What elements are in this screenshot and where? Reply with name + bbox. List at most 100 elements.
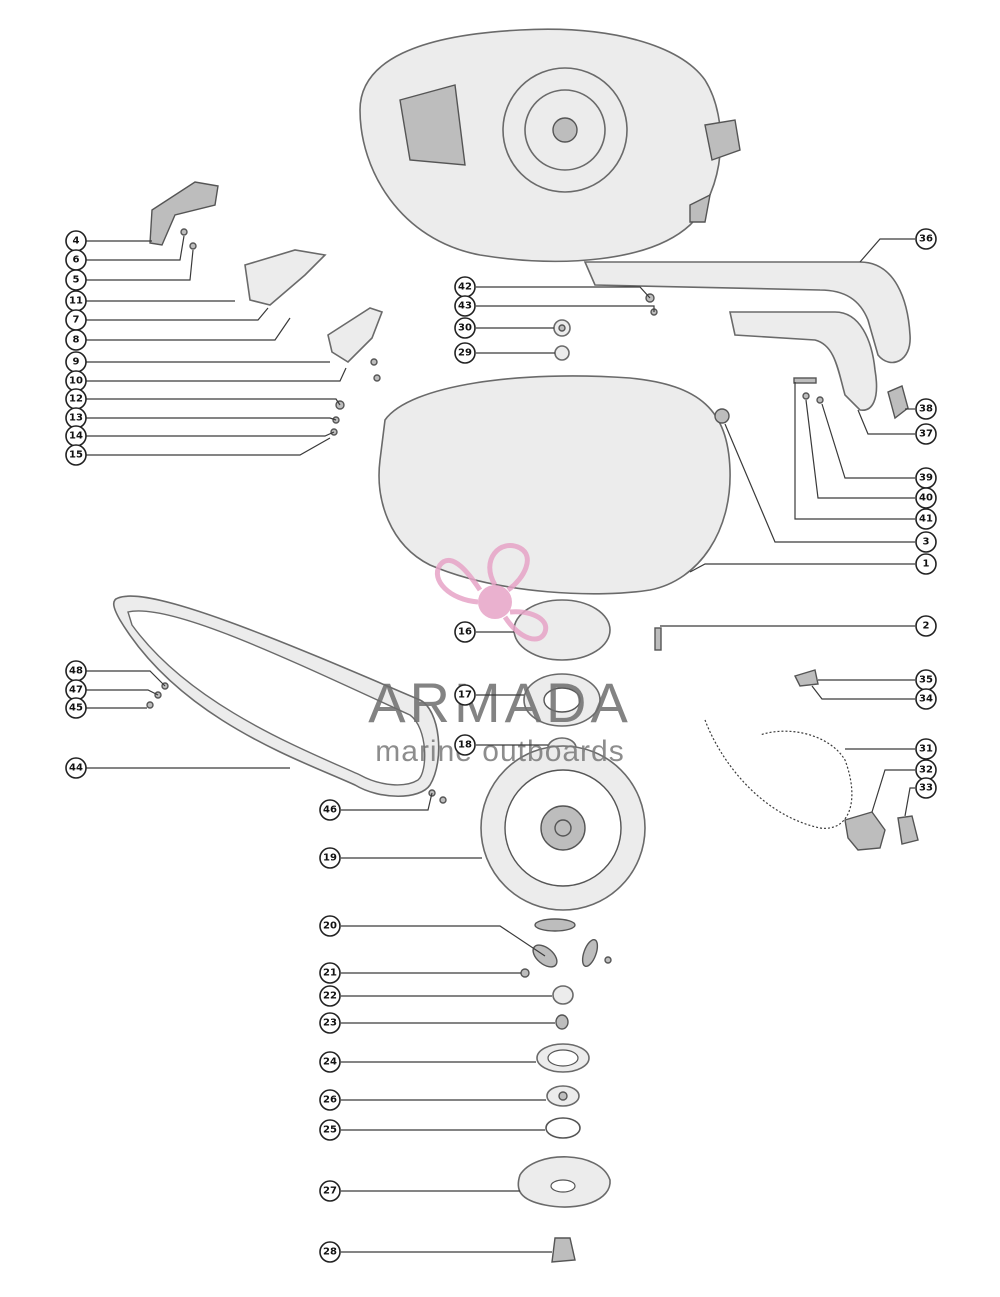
callout-2: 2 <box>915 615 937 637</box>
logo-blade-top <box>487 543 530 593</box>
svg-text:17: 17 <box>458 690 472 701</box>
callout-22: 22 <box>319 985 341 1007</box>
callout-12: 12 <box>65 388 87 410</box>
svg-text:10: 10 <box>69 376 83 387</box>
callout-29: 29 <box>454 342 476 364</box>
callout-13: 13 <box>65 407 87 429</box>
svg-text:27: 27 <box>323 1186 337 1197</box>
callout-39: 39 <box>915 467 937 489</box>
svg-text:35: 35 <box>919 675 933 686</box>
svg-text:33: 33 <box>919 783 933 794</box>
callout-15: 15 <box>65 444 87 466</box>
callout-41: 41 <box>915 508 937 530</box>
svg-text:31: 31 <box>919 744 933 755</box>
callout-48: 48 <box>65 660 87 682</box>
svg-text:23: 23 <box>323 1018 337 1029</box>
svg-text:5: 5 <box>73 275 80 286</box>
svg-text:37: 37 <box>919 429 933 440</box>
svg-text:30: 30 <box>458 323 472 334</box>
callout-5: 5 <box>65 269 87 291</box>
cowl-shell <box>378 375 731 595</box>
svg-text:16: 16 <box>458 627 472 638</box>
callout-25: 25 <box>319 1119 341 1141</box>
callout-27: 27 <box>319 1180 341 1202</box>
callout-20: 20 <box>319 915 341 937</box>
callout-47: 47 <box>65 679 87 701</box>
callout-33: 33 <box>915 777 937 799</box>
callout-19: 19 <box>319 847 341 869</box>
carry-handle <box>583 261 911 420</box>
callout-42: 42 <box>454 276 476 298</box>
svg-text:1: 1 <box>923 559 930 570</box>
callout-30: 30 <box>454 317 476 339</box>
cowl-band-seal <box>112 595 440 798</box>
svg-text:40: 40 <box>919 493 933 504</box>
svg-text:25: 25 <box>323 1125 337 1136</box>
callout-16: 16 <box>454 621 476 643</box>
svg-text:38: 38 <box>919 404 933 415</box>
callout-14: 14 <box>65 425 87 447</box>
svg-text:15: 15 <box>69 450 83 461</box>
watermark-tagline-text: marine outboards <box>375 735 624 768</box>
svg-text:43: 43 <box>458 301 472 312</box>
callout-43: 43 <box>454 295 476 317</box>
callout-18: 18 <box>454 734 476 756</box>
starter-rope-and-grip <box>704 669 919 851</box>
callout-40: 40 <box>915 487 937 509</box>
logo-blade-left <box>435 557 483 605</box>
svg-text:29: 29 <box>458 348 472 359</box>
svg-text:19: 19 <box>323 853 337 864</box>
svg-text:22: 22 <box>323 991 337 1002</box>
callout-10: 10 <box>65 370 87 392</box>
callout-4: 4 <box>65 230 87 252</box>
svg-text:44: 44 <box>69 763 83 774</box>
svg-text:24: 24 <box>323 1057 337 1068</box>
watermark-logo: ARMADA marine outboards <box>368 543 632 768</box>
propeller-icon <box>435 543 549 642</box>
callout-3: 3 <box>915 531 937 553</box>
svg-text:4: 4 <box>73 236 80 247</box>
callout-38: 38 <box>915 398 937 420</box>
svg-text:45: 45 <box>69 703 83 714</box>
svg-text:14: 14 <box>69 431 83 442</box>
svg-text:18: 18 <box>458 740 472 751</box>
callout-31: 31 <box>915 738 937 760</box>
svg-text:42: 42 <box>458 282 472 293</box>
callout-11: 11 <box>65 290 87 312</box>
svg-text:2: 2 <box>923 621 930 632</box>
callout-26: 26 <box>319 1089 341 1111</box>
leader-lines <box>86 235 915 1253</box>
logo-hub <box>478 585 512 619</box>
svg-text:36: 36 <box>919 234 933 245</box>
svg-text:34: 34 <box>919 694 933 705</box>
callout-labels: 4 6 5 11 7 8 9 10 12 13 14 15 42 43 30 2… <box>65 228 937 1263</box>
callout-37: 37 <box>915 423 937 445</box>
svg-text:28: 28 <box>323 1247 337 1258</box>
svg-text:47: 47 <box>69 685 83 696</box>
callout-28: 28 <box>319 1241 341 1263</box>
callout-1: 1 <box>915 553 937 575</box>
callout-9: 9 <box>65 351 87 373</box>
watermark-brand-text: ARMADA <box>368 671 632 734</box>
callout-17: 17 <box>454 684 476 706</box>
callout-35: 35 <box>915 669 937 691</box>
callout-45: 45 <box>65 697 87 719</box>
svg-text:11: 11 <box>69 296 83 307</box>
callout-24: 24 <box>319 1051 341 1073</box>
svg-text:32: 32 <box>919 765 933 776</box>
callout-8: 8 <box>65 329 87 351</box>
logo-blade-right <box>502 609 549 642</box>
svg-text:39: 39 <box>919 473 933 484</box>
svg-text:21: 21 <box>323 968 337 979</box>
svg-text:48: 48 <box>69 666 83 677</box>
callout-44: 44 <box>65 757 87 779</box>
callout-36: 36 <box>915 228 937 250</box>
svg-text:46: 46 <box>323 805 337 816</box>
svg-text:41: 41 <box>919 514 933 525</box>
svg-text:13: 13 <box>69 413 83 424</box>
callout-7: 7 <box>65 309 87 331</box>
svg-text:12: 12 <box>69 394 83 405</box>
svg-text:3: 3 <box>923 537 930 548</box>
